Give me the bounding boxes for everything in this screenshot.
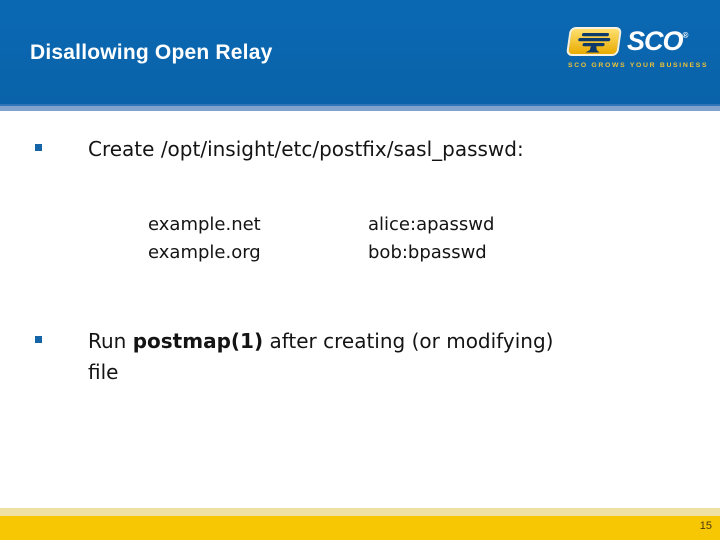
code-line: bob:bpasswd <box>368 242 487 263</box>
sco-logo: SCO® SCO GROWS YOUR BUSINESS <box>565 27 709 69</box>
code-line: example.org <box>148 242 261 263</box>
footer-gold-bar <box>0 516 720 540</box>
sco-logo-row: SCO® <box>565 27 702 56</box>
bullet-text-suffix: after creating (or modifying) <box>263 329 554 353</box>
bullet-text-prefix: Run <box>88 329 133 353</box>
code-column-domains: example.net example.org <box>148 211 368 267</box>
header-divider-light <box>0 106 720 111</box>
sco-brand-name: SCO <box>627 26 684 56</box>
tree-icon <box>574 31 613 53</box>
code-line: alice:apasswd <box>368 214 495 235</box>
bullet-text-command: postmap(1) <box>132 329 264 353</box>
sco-logo-tagline: SCO GROWS YOUR BUSINESS <box>568 62 709 69</box>
header-band: Disallowing Open Relay SCO® SCO GROWS YO… <box>0 0 720 104</box>
code-line: example.net <box>148 214 261 235</box>
bullet-square-icon <box>35 144 42 151</box>
page-number: 15 <box>699 520 712 532</box>
header-divider-mid <box>0 104 720 106</box>
bullet-text-line2: file <box>88 360 119 384</box>
slide-title: Disallowing Open Relay <box>30 41 273 64</box>
bullet-square-icon <box>35 336 42 343</box>
sco-logo-text: SCO® <box>627 28 688 55</box>
code-column-credentials: alice:apasswd bob:bpasswd <box>368 211 494 267</box>
sco-logo-badge <box>565 27 623 56</box>
footer-pale-strip <box>0 508 720 516</box>
bullet-item-create-passwd: Create /opt/insight/etc/postfix/sasl_pas… <box>35 134 524 165</box>
bullet-text: Run postmap(1) after creating (or modify… <box>88 326 680 388</box>
registered-trademark: ® <box>682 31 689 40</box>
bullet-item-run-postmap: Run postmap(1) after creating (or modify… <box>35 326 680 388</box>
bullet-text: Create /opt/insight/etc/postfix/sasl_pas… <box>88 137 524 161</box>
code-block: example.net example.org alice:apasswd bo… <box>148 211 494 267</box>
